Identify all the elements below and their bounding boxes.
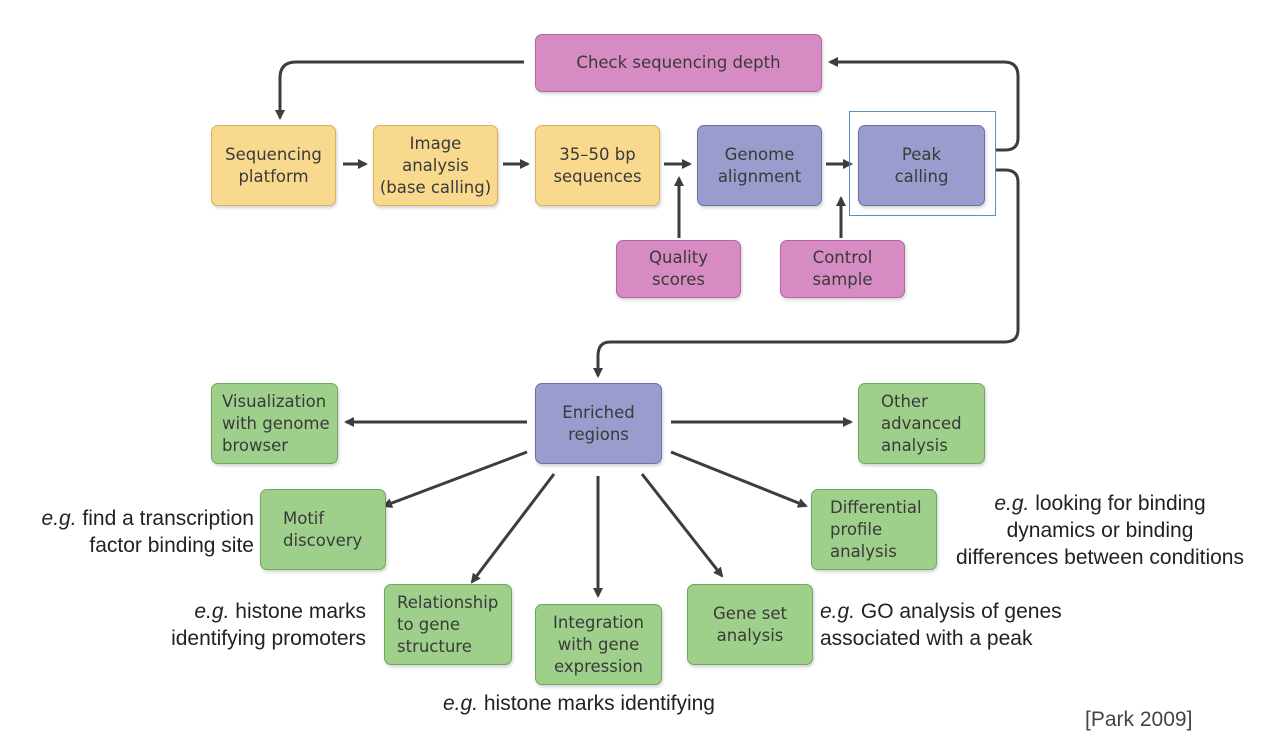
sequences-box: 35–50 bp sequences <box>535 125 660 206</box>
peak-calling-highlight <box>849 111 996 216</box>
note-relationship: e.g. histone marks identifying promoters <box>171 600 366 650</box>
integration-box: Integration with gene expression <box>535 604 662 685</box>
sequencing-platform-box: Sequencing platform <box>211 125 336 206</box>
arrow-to-motif <box>382 450 528 508</box>
arrow-feedback-to-depth <box>828 57 1020 152</box>
control-sample-box: Control sample <box>780 240 905 298</box>
peak-calling-box: Peak calling <box>858 125 985 206</box>
arrow-to-geneset <box>640 473 724 578</box>
arrow-to-relationship <box>470 473 556 584</box>
arrow-peak-to-enriched <box>593 168 1020 378</box>
differential-profile-box: Differential profile analysis <box>811 489 937 570</box>
arrow-to-differential <box>670 450 808 508</box>
enriched-regions-box: Enriched regions <box>535 383 662 464</box>
note-geneset: e.g. GO analysis of genes associated wit… <box>820 600 1062 650</box>
relationship-box: Relationship to gene structure <box>384 584 512 665</box>
note-motif: e.g. find a transcription factor binding… <box>41 507 254 557</box>
other-analysis-box: Other advanced analysis <box>858 383 985 464</box>
check-depth-box: Check sequencing depth <box>535 34 822 92</box>
arrow-depth-to-platform <box>275 60 524 120</box>
quality-scores-box: Quality scores <box>616 240 741 298</box>
note-integration: e.g. histone marks identifying <box>443 692 715 715</box>
visualization-box: Visualization with genome browser <box>211 383 338 464</box>
image-analysis-box: Image analysis (base calling) <box>373 125 498 206</box>
motif-discovery-box: Motif discovery <box>260 489 386 570</box>
gene-set-box: Gene set analysis <box>687 584 813 665</box>
note-differential: e.g. looking for binding dynamics or bin… <box>956 492 1244 569</box>
peak-bracket <box>996 148 1006 172</box>
citation: [Park 2009] <box>1085 708 1193 731</box>
genome-alignment-box: Genome alignment <box>697 125 822 206</box>
